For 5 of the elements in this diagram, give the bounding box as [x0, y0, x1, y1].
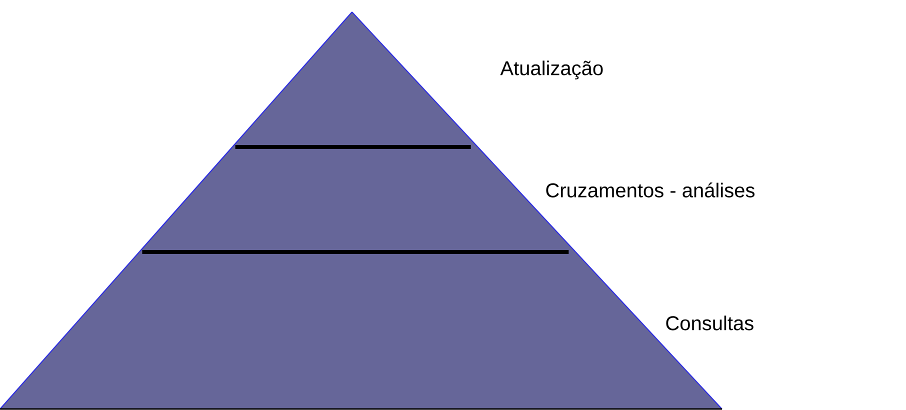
node-label: Atualização	[500, 60, 603, 80]
node-label: Cruzamentos - análises	[546, 182, 754, 198]
pyramid-level: Consultas	[0, 252, 754, 410]
pyramid-level: Atualização	[232, 12, 603, 148]
pyramid-level: Cruzamentos - análises	[138, 146, 754, 252]
